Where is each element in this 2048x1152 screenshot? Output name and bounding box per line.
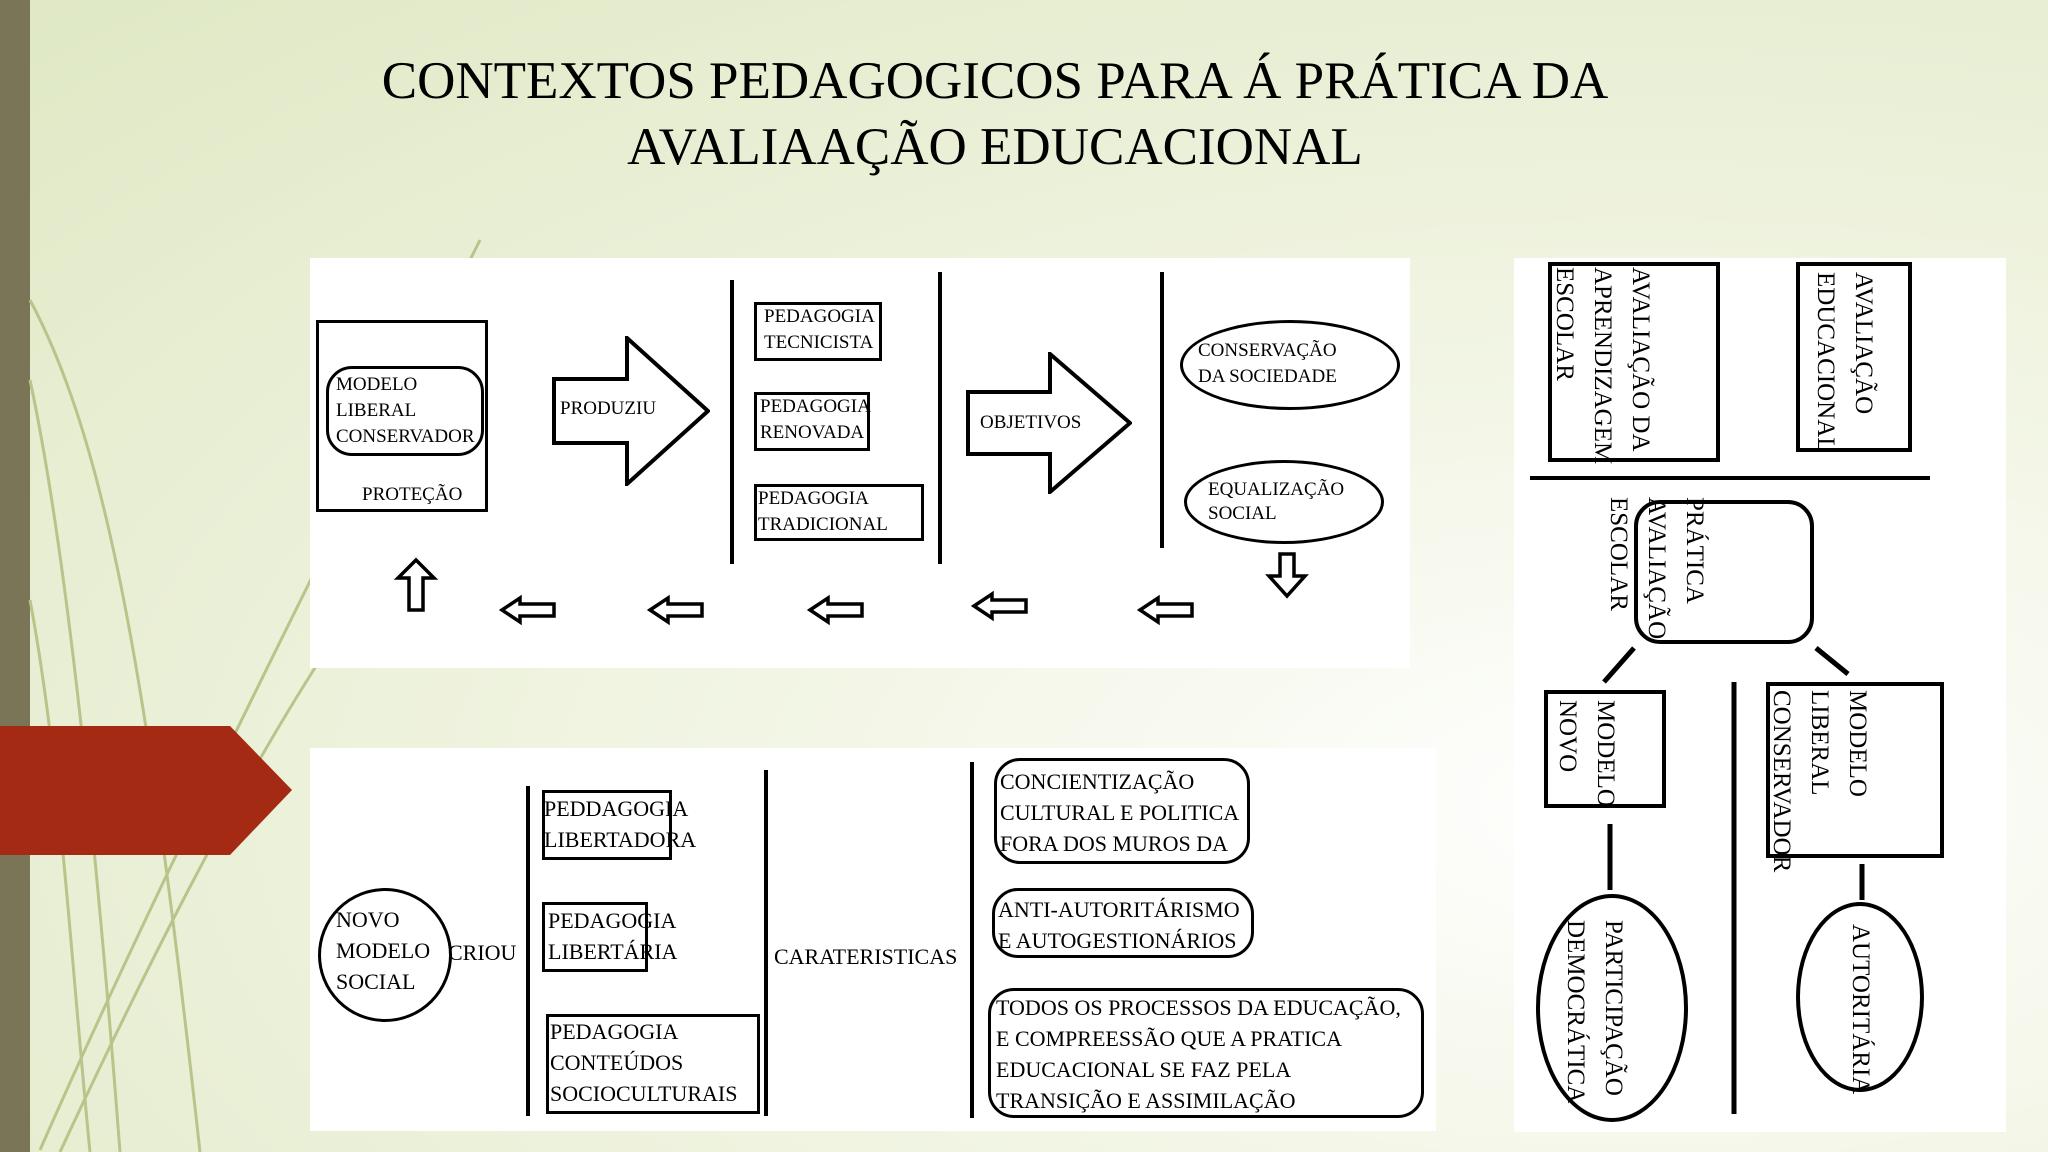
ped-tecnicista-text: PEDAGOGIA TECNICISTA <box>764 306 875 353</box>
red-arrow-shape <box>0 726 292 855</box>
down-arrow-icon-shape <box>1265 552 1309 599</box>
objetivos-label: OBJETIVOS <box>980 412 1082 433</box>
produziu-label: PRODUZIU <box>560 398 657 419</box>
left-arrow-icon-2 <box>646 594 704 626</box>
left-arrow-icon-3 <box>806 594 864 626</box>
left-arrow-icon-5 <box>1136 594 1194 626</box>
participacao-oval <box>1536 894 1688 1122</box>
equalizacao-text: EQUALIZAÇÃO SOCIAL <box>1208 479 1345 524</box>
left-arrow-icon-1 <box>498 594 556 626</box>
connector-lines <box>1602 646 1865 1114</box>
ped-conteudos-text: PEDAGOGIA CONTEÚDOS SOCIOCULTURAIS <box>550 1019 738 1106</box>
ped-conteudos-box <box>546 1014 760 1114</box>
bottom-diagram-panel: NOVO MODELO SOCIAL CRIOU PEDDAGOGIA LIBE… <box>310 748 1436 1131</box>
top-diagram-panel: MODELO LIBERAL CONSERVADOR PROTEÇÃO PROD… <box>310 258 1410 668</box>
ped-libertaria-text: PEDAGOGIA LIBERTÁRIA <box>548 908 678 964</box>
processos-text: TODOS OS PROCESSOS DA EDUCAÇÃO, E COMPRE… <box>996 995 1401 1113</box>
ped-renovada-text: PEDAGOGIA RENOVADA <box>760 396 871 443</box>
equalizacao-oval <box>1184 460 1384 544</box>
modelo-outer-box <box>316 320 488 512</box>
divider-1 <box>730 280 734 564</box>
conservacao-text: CONSERVAÇÃO DA SOCIEDADE <box>1198 340 1337 387</box>
processos-box <box>988 988 1424 1118</box>
divider-3 <box>970 762 974 1118</box>
return-arrows <box>393 552 1309 626</box>
right-diagram-panel: AVALIAÇÃO DA APRENDIZAGEM ESCOLAR AVALIA… <box>1514 258 2006 1132</box>
left-bar <box>0 0 30 1152</box>
up-arrow-icon <box>393 557 439 612</box>
modelo-liberal-box <box>326 366 484 456</box>
concientizacao-box <box>994 758 1250 864</box>
aval-educacional-box <box>1796 262 1912 452</box>
modelo-novo-box <box>1544 690 1666 808</box>
left-arrow-icon-4 <box>970 590 1028 622</box>
divider-2 <box>764 770 768 1116</box>
modelo-liberal-text: MODELO LIBERAL CONSERVADOR <box>1768 690 1871 873</box>
caracteristicas-label: CARATERISTICAS <box>774 944 958 969</box>
novo-modelo-oval <box>318 888 452 1022</box>
divider-2 <box>938 272 942 564</box>
objetivos-arrow <box>966 352 1132 494</box>
ped-libertadora-box <box>542 790 672 860</box>
ped-tradicional-text: PEDAGOGIA TRADICIONAL <box>758 488 888 535</box>
ped-tecnicista-box <box>754 302 882 361</box>
aval-aprendizagem-box <box>1548 262 1720 462</box>
title-line-1: CONTEXTOS PEDAGOGICOS PARA Á PRÁTICA DA <box>381 52 1609 110</box>
pratica-box <box>1634 500 1814 644</box>
modelo-liberal-text: MODELO LIBERAL CONSERVADOR <box>336 374 475 447</box>
autoritaria-oval <box>1796 902 1924 1092</box>
anti-autoritarismo-text: ANTI-AUTORITÁRISMO E AUTOGESTIONÁRIOS <box>998 897 1240 953</box>
novo-modelo-text: NOVO MODELO SOCIAL <box>336 907 431 994</box>
ped-tradicional-box <box>754 484 924 541</box>
separator-line <box>1530 476 1930 480</box>
autoritaria-text: AUTORITÁRIA <box>1847 924 1874 1095</box>
divider-1 <box>526 786 530 1116</box>
concientizacao-text: CONCIENTIZAÇÃO CULTURAL E POLITICA FORA … <box>1000 769 1240 856</box>
produziu-arrow <box>552 336 710 486</box>
divider-3 <box>1160 272 1164 548</box>
ped-renovada-box <box>754 392 870 451</box>
conservacao-oval <box>1180 320 1400 410</box>
modelo-liberal-box <box>1766 682 1944 858</box>
anti-autoritarismo-box <box>992 888 1254 958</box>
slide-title: CONTEXTOS PEDAGOGICOS PARA Á PRÁTICA DA … <box>300 48 1690 180</box>
criou-label: CRIOU <box>448 940 517 965</box>
participacao-text: PARTICIPAÇÃO DEMOCRÁTICA <box>1562 920 1627 1104</box>
protecao-label: PROTEÇÃO <box>362 484 463 505</box>
ped-libertaria-box <box>542 902 648 972</box>
title-line-2: AVALIAAÇÃO EDUCACIONAL <box>627 118 1363 176</box>
ped-libertadora-text: PEDDAGOGIA LIBERTADORA <box>544 796 697 852</box>
modelo-novo-text-visible: MODELO NOVO <box>1554 700 1619 807</box>
